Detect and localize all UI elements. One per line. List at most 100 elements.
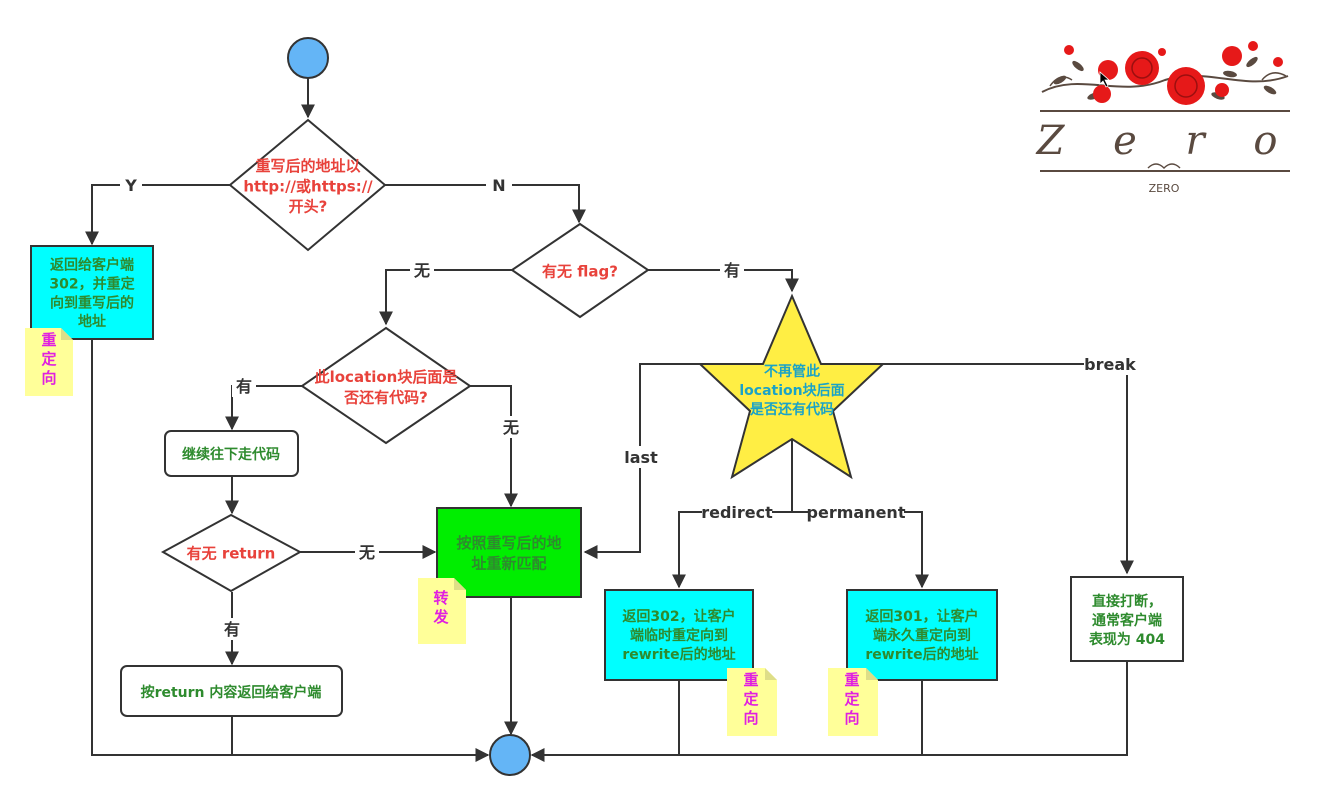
redirect-note-3: 重定向 (828, 668, 878, 736)
decision-return (160, 513, 303, 593)
logo-subtitle: ZERO (1149, 182, 1180, 195)
text-line: 端永久重定向到 (873, 627, 971, 644)
text-line: 地址 (78, 313, 106, 330)
text-line: 按照重写后的地 (456, 534, 561, 552)
break-box (1070, 576, 1184, 662)
text-line: 继续往下走代码 (182, 446, 280, 463)
text-line: 表现为 404 (1088, 631, 1165, 648)
label-code-none: 无 (502, 418, 519, 437)
text-line: 是否还有代码 (750, 401, 834, 418)
logo-rose (1273, 57, 1283, 67)
note-char: 向 (41, 369, 56, 387)
label-break: break (1084, 355, 1136, 374)
forward-note: 转发 (418, 578, 466, 644)
logo-rose (1222, 46, 1242, 66)
redirect-note-2-text: 重定向 (743, 671, 758, 727)
text-line: 不再管此 (764, 363, 820, 380)
note-char: 定 (41, 350, 56, 368)
logo-rose (1215, 83, 1229, 97)
note-char: 定 (743, 690, 758, 708)
decision-scheme-text: 重写后的地址以 http://或https:// 开头? (243, 157, 373, 216)
text-line: 向到重写后的 (50, 294, 134, 311)
note-char: 向 (844, 709, 859, 727)
continue-code-box (164, 430, 299, 477)
label-return-has: 有 (224, 620, 240, 639)
logo-vine (1041, 74, 1289, 93)
redirect-note-1: 重定向 (25, 328, 73, 396)
end-node (489, 734, 531, 776)
star-decision (697, 293, 886, 480)
rematch-box (436, 507, 582, 598)
label-flag-has: 有 (724, 261, 740, 280)
logo-rose (1093, 85, 1111, 103)
decision-return-text: 有无 return (187, 544, 276, 562)
edge-star-permanent (792, 511, 929, 589)
text-line: 直接打断， (1092, 593, 1162, 610)
redirect-note-2: 重定向 (727, 668, 777, 736)
text-line: 址重新匹配 (471, 554, 546, 572)
text-line: 重写后的地址以 (255, 157, 360, 175)
edge-scheme-no (385, 184, 586, 224)
text-line: http://或https:// (243, 177, 373, 195)
edge-flag-none (379, 269, 512, 326)
edge-code-none (470, 385, 518, 508)
note-char: 重 (41, 331, 56, 349)
note-char: 定 (844, 690, 859, 708)
text-line: 有无 return (187, 544, 276, 562)
label-code-has: 有 (236, 377, 252, 396)
label-return-none: 无 (358, 543, 375, 562)
edge-break-to-end (530, 661, 1128, 762)
logo-wordmark: Z e r o (1035, 118, 1296, 164)
text-line: rewrite后的地址 (865, 646, 978, 663)
forward-note-text: 转发 (432, 589, 449, 626)
text-line: rewrite后的地址 (622, 646, 735, 663)
logo-rose (1125, 51, 1159, 85)
note-char: 向 (743, 709, 758, 727)
logo-rose (1167, 67, 1205, 105)
text-line: 302，并重定 (49, 275, 134, 292)
redirect-note-3-text: 重定向 (844, 671, 859, 727)
temp-redirect-box (604, 589, 754, 681)
text-line: 此location块后面是 (315, 368, 459, 386)
label-permanent: permanent (807, 503, 906, 522)
start-node (287, 37, 329, 79)
text-line: 端临时重定向到 (630, 627, 728, 644)
zero-logo: Z e r o ZERO (1035, 41, 1296, 195)
decision-code-text: 此location块后面是否还有代码? (315, 368, 459, 406)
cursor-icon (1099, 71, 1111, 88)
note-char: 转 (433, 589, 448, 607)
return-content-text: 按return 内容返回给客户端 (141, 684, 322, 701)
edge-scheme-yes (85, 184, 230, 246)
text-line: 开头? (289, 198, 328, 216)
redirect-note-1-text: 重定向 (41, 331, 56, 387)
edge-star-break (882, 363, 1134, 575)
return-302-box (30, 245, 154, 340)
edge-labels: Y N 无 有 有 无 无 有 last break redirect perm… (120, 174, 1136, 640)
text-line: 返回给客户端 (50, 257, 134, 274)
logo-rose (1064, 45, 1074, 55)
text-line: 返回302，让客户 (622, 608, 735, 625)
logo-rose (1248, 41, 1258, 51)
label-flag-none: 无 (413, 261, 430, 280)
decision-code (300, 326, 472, 445)
decision-flag-text: 有无 flag? (542, 262, 618, 280)
return-content-box (120, 665, 343, 717)
label-redirect: redirect (701, 503, 773, 522)
text-line: 否还有代码? (343, 388, 428, 406)
notes: 重定向 转发 重定向 重定向 (25, 328, 878, 736)
text-line: 通常客户端 (1092, 612, 1162, 629)
rematch-text: 按照重写后的地址重新匹配 (456, 534, 561, 572)
edge-return302-to-end (91, 339, 490, 762)
note-char: 重 (743, 671, 758, 689)
decision-scheme (228, 118, 387, 252)
edge-flag-has (648, 269, 799, 293)
text-line: 有无 flag? (542, 262, 618, 280)
text-line: 按return 内容返回给客户端 (141, 684, 322, 701)
note-char: 重 (844, 671, 859, 689)
label-no: N (492, 176, 505, 195)
